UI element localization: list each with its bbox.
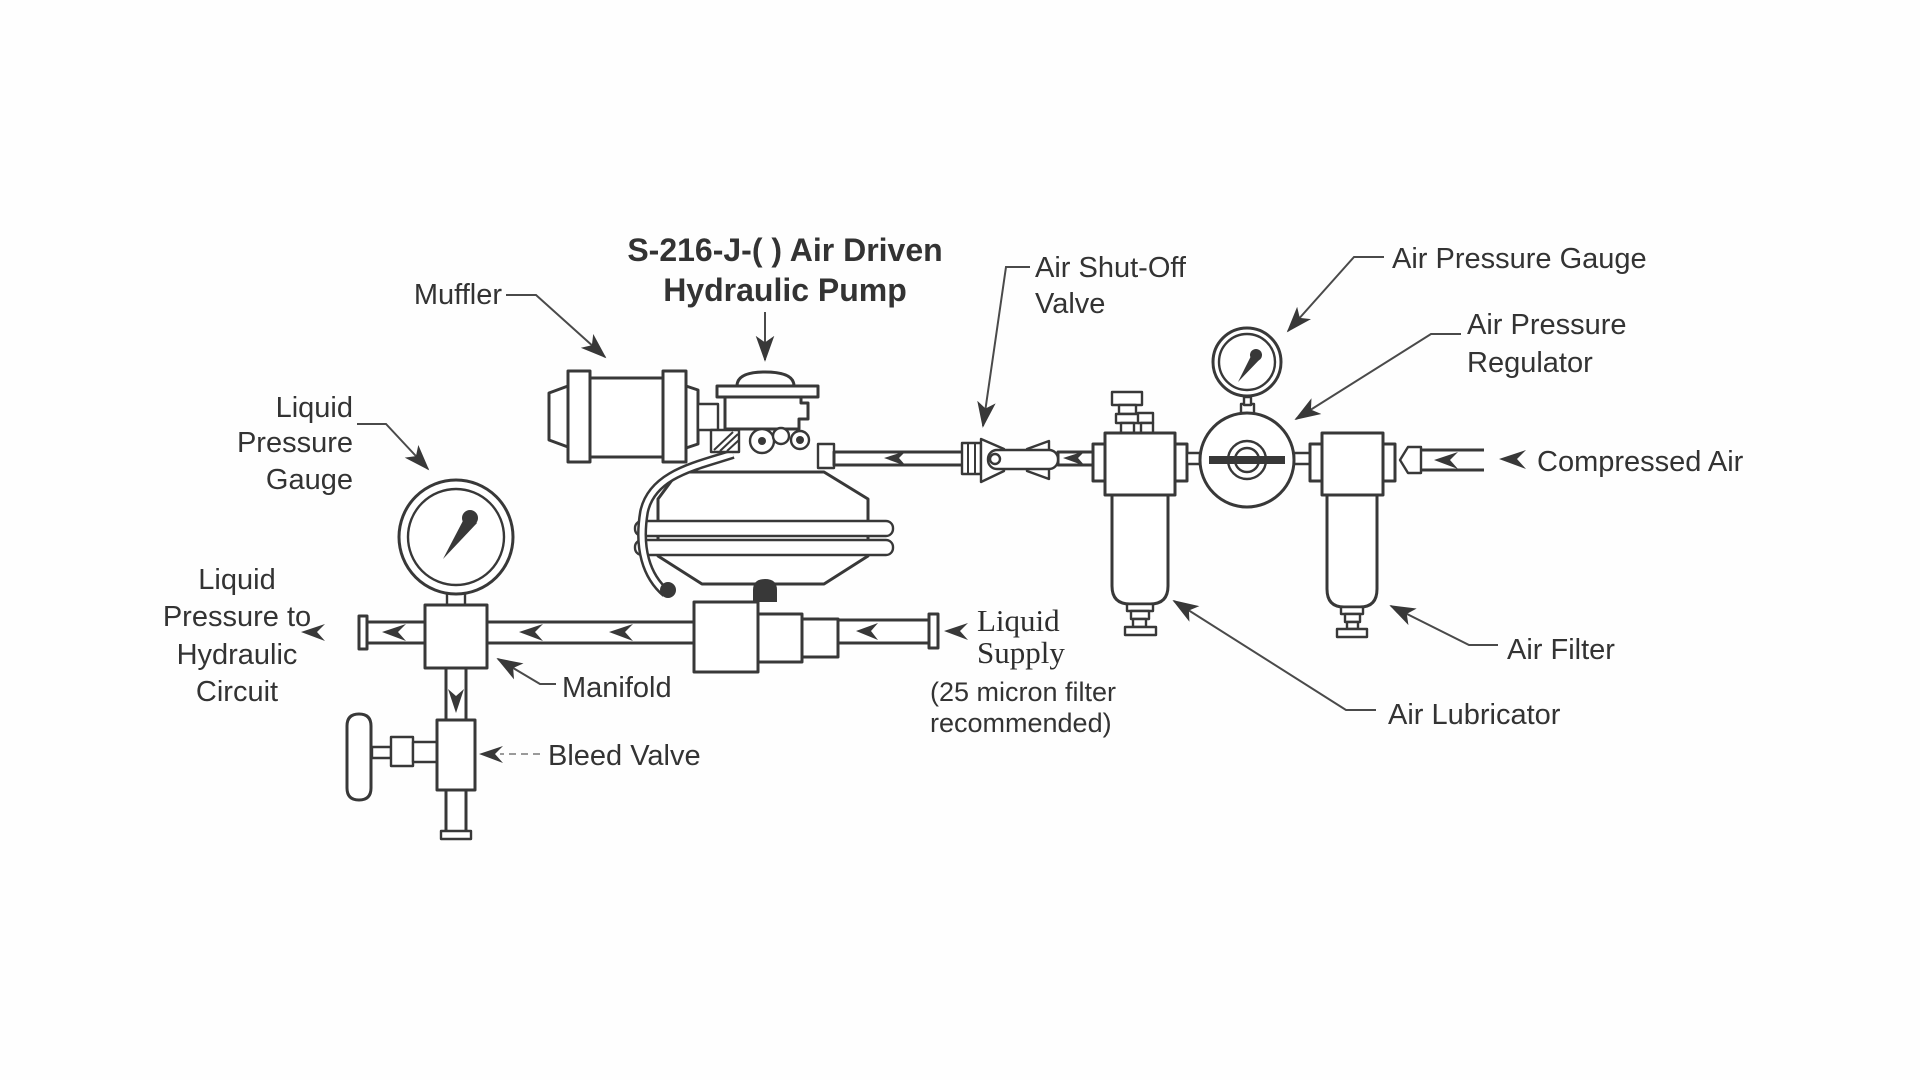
air-lubricator-leader-line (1172, 600, 1376, 711)
compressed-air-inlet-drawing (1398, 445, 1526, 475)
air-pressure-regulator-drawing (1185, 395, 1324, 509)
flow-arrow-icon (884, 451, 906, 466)
liquid-pressure-circuit-label-line1: Liquid (198, 564, 275, 596)
muffler-drawing (547, 369, 720, 464)
air-filter-label: Air Filter (1507, 634, 1615, 666)
flow-arrow-icon (856, 623, 878, 640)
filter-note-line1: (25 micron filter (930, 677, 1116, 707)
suction-port (753, 579, 777, 602)
air-shutoff-valve-label-line1: Air Shut-Off (1035, 252, 1187, 284)
regulator-adjuster-bar (1209, 456, 1285, 464)
liquid-pressure-circuit-label-line4: Circuit (196, 676, 278, 708)
muffler-label: Muffler (414, 279, 502, 311)
muffler-leader-line (506, 294, 607, 359)
liquid-pressure-circuit-label-line2: Pressure to (163, 601, 311, 633)
regulator-leader-line (1294, 333, 1461, 420)
air-pressure-regulator-label-line2: Regulator (1467, 347, 1593, 379)
liquid-pressure-circuit-label-line3: Hydraulic (177, 639, 298, 671)
pump-head-drawing (709, 370, 836, 470)
air-filter-leader-line (1389, 605, 1498, 646)
pump-bottom-block-drawing (692, 600, 840, 674)
manifold-label: Manifold (562, 672, 672, 704)
liquid-pressure-gauge-label-line3: Gauge (266, 464, 353, 496)
air-lubricator-label: Air Lubricator (1388, 699, 1561, 731)
liquid-pressure-gauge-label-line2: Pressure (237, 427, 353, 459)
manifold-leader-line (496, 658, 556, 685)
air-shutoff-valve-label-line2: Valve (1035, 288, 1105, 320)
flow-arrow-icon (382, 624, 406, 641)
bleed-valve-arrow-icon (479, 746, 503, 763)
air-filter-drawing (1308, 431, 1397, 639)
manifold-drawing (423, 603, 489, 724)
bleed-valve-handwheel (345, 712, 373, 802)
air-pressure-regulator-label-line1: Air Pressure (1467, 309, 1627, 341)
pump-title-line2: Hydraulic Pump (663, 272, 907, 308)
liquid-supply-label-line2: Supply (977, 635, 1065, 670)
air-shutoff-valve-drawing (960, 437, 1060, 484)
gauge-needle (443, 515, 477, 559)
flow-arrow-icon (519, 624, 543, 641)
liquid-line-drawing (357, 612, 940, 651)
air-pressure-gauge-drawing (1211, 326, 1283, 398)
pump-tank-drawing (633, 470, 895, 602)
pump-title-line1: S-216-J-( ) Air Driven (627, 232, 942, 268)
flow-arrow-icon (1434, 452, 1458, 469)
liquid-pressure-gauge-drawing (397, 478, 515, 608)
liquid-supply-arrow-icon (944, 623, 968, 640)
bleed-valve-drawing (345, 712, 477, 841)
compressed-air-arrow-icon (1499, 450, 1526, 469)
flow-arrow-icon (609, 624, 633, 641)
air-shutoff-leader-line (977, 266, 1030, 428)
filter-note-line2: recommended) (930, 708, 1112, 738)
valve-handle (986, 448, 1060, 471)
liquid-gauge-leader-line (357, 423, 430, 471)
hydraulic-hose-drawing (637, 449, 735, 598)
air-lubricator-drawing (1091, 390, 1189, 637)
bleed-valve-label: Bleed Valve (548, 740, 701, 772)
flow-arrow-down-icon (448, 689, 464, 713)
air-pressure-gauge-label: Air Pressure Gauge (1392, 243, 1647, 275)
compressed-air-label: Compressed Air (1537, 446, 1744, 478)
flow-arrow-icon (1063, 451, 1085, 466)
hose-elbow-fitting (660, 582, 676, 598)
air-gauge-leader-line (1286, 256, 1384, 333)
liquid-out-arrow-icon (301, 624, 325, 641)
liquid-supply-label-line1: Liquid (977, 603, 1060, 638)
liquid-pressure-gauge-label-line1: Liquid (276, 392, 353, 424)
